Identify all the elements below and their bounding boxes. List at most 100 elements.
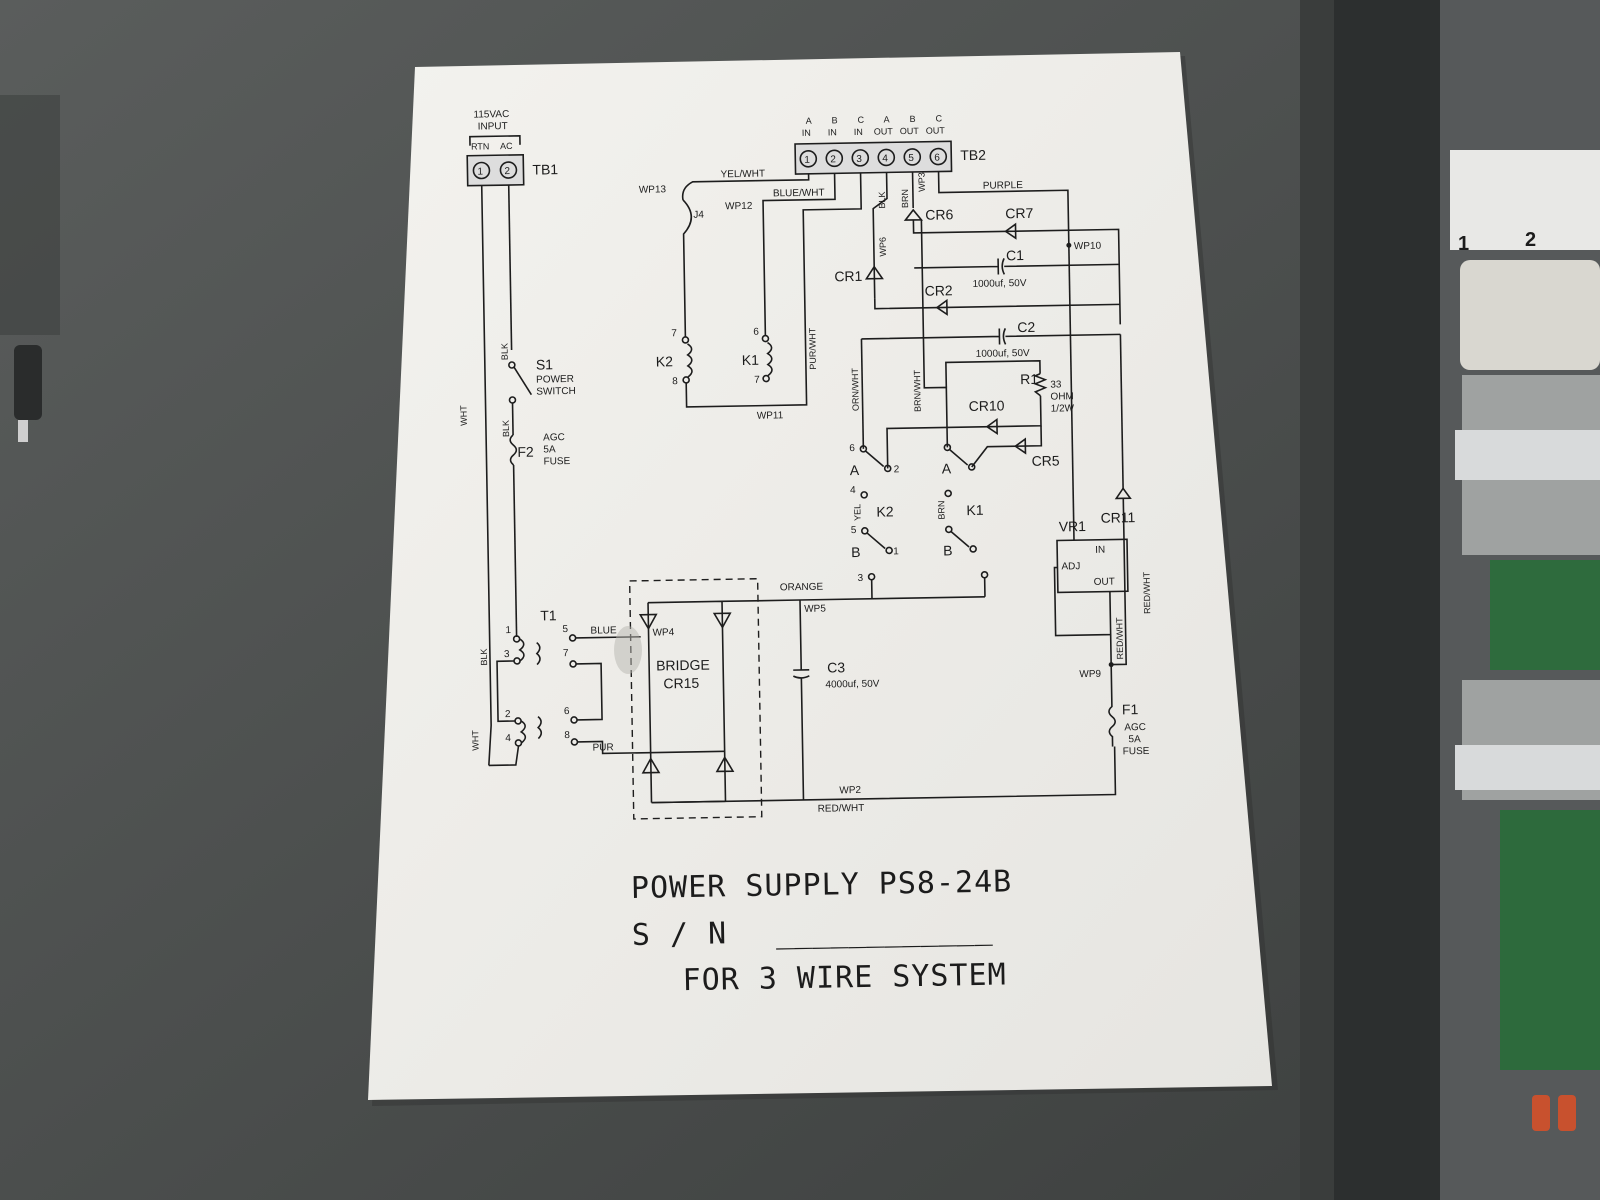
wire-red-wht-cr11: RED/WHT [1142,571,1153,614]
vr1-name: VR1 [1059,518,1087,534]
vr1-pin-adj: ADJ [1061,561,1080,572]
wp10-label: WP10 [1074,241,1102,252]
wp2-label: WP2 [839,785,861,796]
contact-pin-3: 3 [858,573,864,584]
tb1-rtn-label: RTN [471,141,490,151]
tb1-terminal-1: 1 [477,166,483,177]
wire-blue: BLUE [590,625,617,636]
contact-k2-label: K2 [876,503,894,519]
wp12-label: WP12 [725,201,753,212]
wp3-label: WP3 [917,172,927,192]
schematic-paper [368,52,1272,1100]
cr11-label: CR11 [1100,509,1135,526]
cr5-label: CR5 [1031,452,1059,468]
panel-seam-left [0,95,60,335]
k2-pin-7: 7 [671,328,677,339]
tb2-terminal-5: 5 [908,153,914,164]
cr10-label: CR10 [969,397,1005,414]
paper-smudge [614,626,642,674]
bridge-name-1: BRIDGE [656,657,710,674]
k1-coil-name: K1 [742,352,760,368]
wire-wht-t1: WHT [470,730,480,751]
bridge-name-2: CR15 [663,675,699,692]
tb2-terminal-2: 2 [830,154,836,165]
c3-value: 4000uf, 50V [825,679,879,691]
serial-blank: ____________ [776,912,994,951]
t1-pin-8: 8 [564,730,570,741]
wire-red-wht-vr1: RED/WHT [1114,617,1125,660]
wire-brn-wht: BRN/WHT [912,369,923,412]
wire-purple: PURPLE [983,180,1024,192]
f2-desc-1: AGC [543,432,565,443]
enclosure-edge [1300,0,1334,1200]
enclosure-wall [1330,0,1440,1200]
t1-pin-5: 5 [562,624,568,635]
wire-pur: PUR [592,742,613,753]
vr1-pin-out: OUT [1094,577,1115,588]
resistor-1 [1532,1095,1550,1131]
wp11-label: WP11 [757,410,784,421]
schematic: 115VAC INPUT RTN AC 1 2 TB1 WHT BLK S1 P… [459,109,1153,998]
tb1-block [466,153,525,187]
diagram-subtitle: FOR 3 WIRE SYSTEM [682,957,1007,998]
t1-pin-4: 4 [505,733,511,744]
wire-blk-tb2: BLK [877,191,887,208]
t1-pin-2: 2 [505,709,511,720]
tb2-col-1-bottom: IN [802,128,811,138]
tb1-input-label-2: INPUT [478,121,508,133]
tb2-col-1-top: A [806,116,812,126]
tb2-terminal-3: 3 [856,154,862,165]
t1-pin-1: 1 [505,625,511,636]
cr6-label: CR6 [925,206,953,222]
tb2-terminal-6: 6 [934,152,940,163]
terminal-strip-card [1450,150,1600,250]
s1-desc-1: POWER [536,374,574,386]
cr2-label: CR2 [924,282,952,298]
pole-b-k1: B [943,542,953,558]
tb2-col-5-bottom: OUT [900,126,920,136]
tb2-col-6-top: C [936,113,943,123]
pcb-1 [1490,560,1600,670]
relay-2-clip [1455,745,1600,790]
tb1-input-label-1: 115VAC [473,109,509,121]
wire-blk-s1: BLK [499,343,509,360]
f2-desc-2: 5A [543,444,556,455]
wire-yel: YEL [852,504,862,521]
wire-yel-wht: YEL/WHT [720,169,765,181]
panel-latch-tip [18,420,28,442]
wp9-label: WP9 [1079,669,1101,680]
wire-red-wht-bottom: RED/WHT [818,803,865,815]
tb2-col-2-top: B [832,115,838,125]
bridge-outline [628,578,763,820]
diagram-title: POWER SUPPLY PS8-24B [631,864,1013,906]
wire-blk-f2: BLK [501,420,511,437]
pcb-2 [1500,810,1600,1070]
k2-pin-8: 8 [672,376,678,387]
wire-blk-t1: BLK [479,648,489,665]
f2-desc-3: FUSE [543,456,570,467]
c1-name: C1 [1006,247,1024,263]
c3-name: C3 [827,659,845,675]
t1-pin-7: 7 [563,648,569,659]
wire-orn-wht: ORN/WHT [850,367,861,411]
t1-pin-6: 6 [564,706,570,717]
tb2-col-4-bottom: OUT [874,126,894,136]
k1-pin-7: 7 [754,375,760,386]
panel-latch [14,345,42,420]
k2-coil-name: K2 [656,353,674,369]
wire-orange: ORANGE [780,582,824,594]
bg-terminal-1: 1 [1458,233,1469,255]
wp5-label: WP5 [804,604,826,615]
tb2-col-4-top: A [884,114,890,124]
wp13-label: WP13 [639,184,667,195]
f1-desc-1: AGC [1124,722,1146,733]
c2-name: C2 [1017,319,1035,335]
wire-wht-main: WHT [459,405,469,426]
s1-name: S1 [536,356,554,372]
r1-value-3: 1/2W [1051,403,1075,414]
wp4-label: WP4 [652,627,674,638]
tb2-col-6-bottom: OUT [926,125,946,135]
wire-brn-tb2: BRN [900,189,910,208]
wire-brn-k1: BRN [936,500,946,519]
